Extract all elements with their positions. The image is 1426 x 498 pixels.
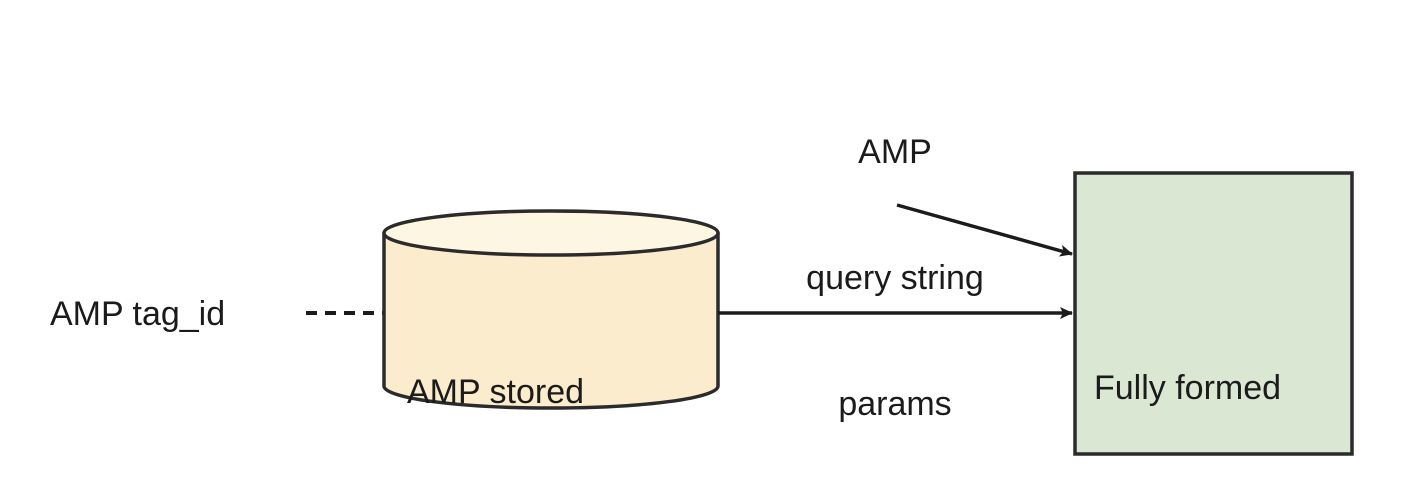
edge-query-params-to-output bbox=[896, 203, 1073, 257]
annotation-query-string-params: AMP query string params bbox=[775, 47, 1015, 498]
annotation-line-3: params bbox=[838, 385, 952, 423]
datastore-label-line-1: AMP stored bbox=[407, 373, 585, 411]
output-box-label: Fully formed ORTB bbox=[1094, 276, 1281, 498]
input-label-amp-tag-id: AMP tag_id bbox=[50, 295, 226, 333]
datastore-cylinder-body bbox=[382, 231, 720, 410]
annotation-line-1: AMP bbox=[858, 133, 932, 171]
output-box-label-line-1: Fully formed bbox=[1094, 369, 1282, 407]
datastore-label: AMP stored request template bbox=[407, 280, 660, 498]
annotation-line-2: query string bbox=[806, 259, 984, 297]
datastore-cylinder-cap bbox=[382, 209, 720, 257]
output-box-shape bbox=[1073, 171, 1354, 456]
